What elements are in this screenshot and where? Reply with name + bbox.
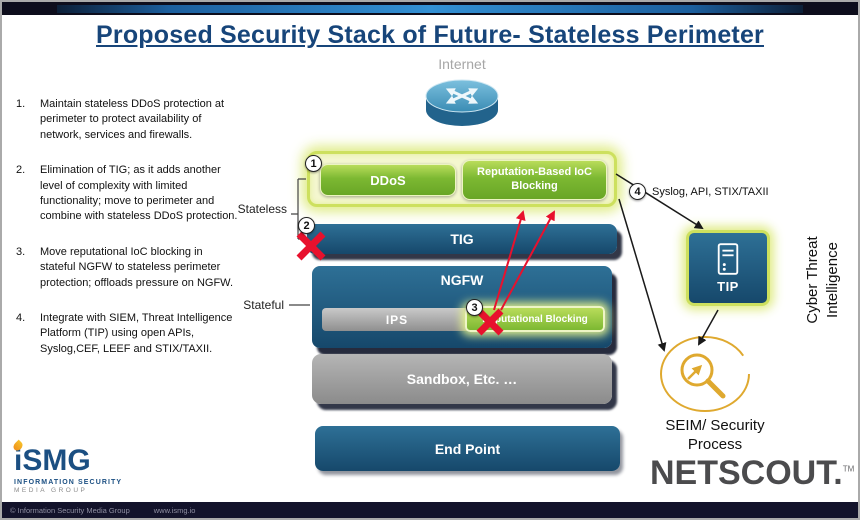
footer-bar: © Information Security Media Group www.i…	[2, 502, 858, 518]
note-number: 3.	[16, 245, 26, 258]
tip-label: TIP	[717, 279, 739, 294]
seim-process-label: SEIM/ Security Process	[665, 417, 765, 453]
note-item-4: 4. Integrate with SIEM, Threat Intellige…	[16, 311, 240, 357]
note-item-3: 3. Move reputational IoC blocking in sta…	[16, 245, 240, 291]
footer-url: www.ismg.io	[153, 505, 196, 515]
cti-line-1: Cyber Threat	[804, 236, 821, 324]
server-icon	[717, 243, 739, 275]
note-number: 2.	[16, 164, 26, 177]
page-title: Proposed Security Stack of Future- State…	[96, 21, 764, 49]
process-magnifier-icon	[660, 336, 750, 412]
note-item-2: 2. Elimination of TIG; as it adds anothe…	[16, 163, 240, 225]
ngfw-label: NGFW	[440, 272, 484, 288]
ioc-blocking-box: Reputation-Based IoC Blocking	[462, 160, 607, 200]
note-text: Elimination of TIG; as it adds another l…	[40, 164, 238, 223]
ismg-subtitle-2: MEDIA GROUP	[14, 487, 88, 494]
step-badge-2: 2	[298, 217, 315, 234]
endpoint-box: End Point	[315, 426, 620, 471]
note-text: Move reputational IoC blocking in statef…	[40, 245, 233, 289]
ismg-logo: iSMG INFORMATION SECURITY MEDIA GROUP	[11, 439, 123, 494]
cyber-threat-intelligence-label: Cyber Threat Intelligence	[803, 220, 845, 340]
top-decorative-bar	[2, 2, 858, 15]
tip-box: TIP	[686, 230, 770, 306]
note-item-1: 1. Maintain stateless DDoS protection at…	[16, 97, 240, 143]
ismg-wordmark: iSMG	[11, 439, 91, 477]
stateless-label: Stateless	[237, 202, 287, 216]
step-badge-3: 3	[466, 299, 483, 316]
note-number: 4.	[16, 311, 26, 324]
note-number: 1.	[16, 98, 26, 110]
step-badge-4: 4	[629, 183, 646, 200]
footer-copyright: © Information Security Media Group	[10, 505, 130, 515]
note-text: Integrate with SIEM, Threat Intelligence…	[40, 311, 233, 355]
ismg-subtitle-1: INFORMATION SECURITY	[14, 479, 123, 486]
syslog-api-label: Syslog, API, STIX/TAXII	[652, 186, 769, 198]
top-gradient-strip	[57, 5, 803, 13]
ngfw-box: NGFW IPS Reputational Blocking	[312, 266, 612, 348]
notes-list: 1. Maintain stateless DDoS protection at…	[16, 97, 240, 377]
ddos-box: DDoS	[320, 164, 456, 196]
stateless-perimeter-box: DDoS Reputation-Based IoC Blocking	[307, 151, 617, 207]
internet-label: Internet	[438, 56, 486, 72]
sandbox-box: Sandbox, Etc. …	[312, 354, 612, 404]
step-badge-1: 1	[305, 155, 322, 172]
trademark-symbol: TM	[842, 464, 855, 474]
reputational-blocking-box: Reputational Blocking	[465, 306, 605, 332]
router-icon	[425, 79, 499, 126]
tig-box: TIG	[307, 224, 617, 254]
arrow-perimeter-to-seim	[618, 198, 667, 352]
netscout-logo: NETSCOUT.TM	[650, 454, 854, 493]
stateful-label: Stateful	[243, 298, 284, 312]
cti-line-2: Intelligence	[824, 242, 841, 318]
note-text: Maintain stateless DDoS protection at pe…	[40, 98, 225, 141]
ismg-i: i	[14, 444, 23, 477]
netscout-wordmark: NETSCOUT.	[650, 454, 843, 492]
ips-label: IPS	[385, 312, 409, 327]
ismg-rest: SMG	[22, 444, 91, 477]
arrow-to-tip	[615, 173, 704, 230]
